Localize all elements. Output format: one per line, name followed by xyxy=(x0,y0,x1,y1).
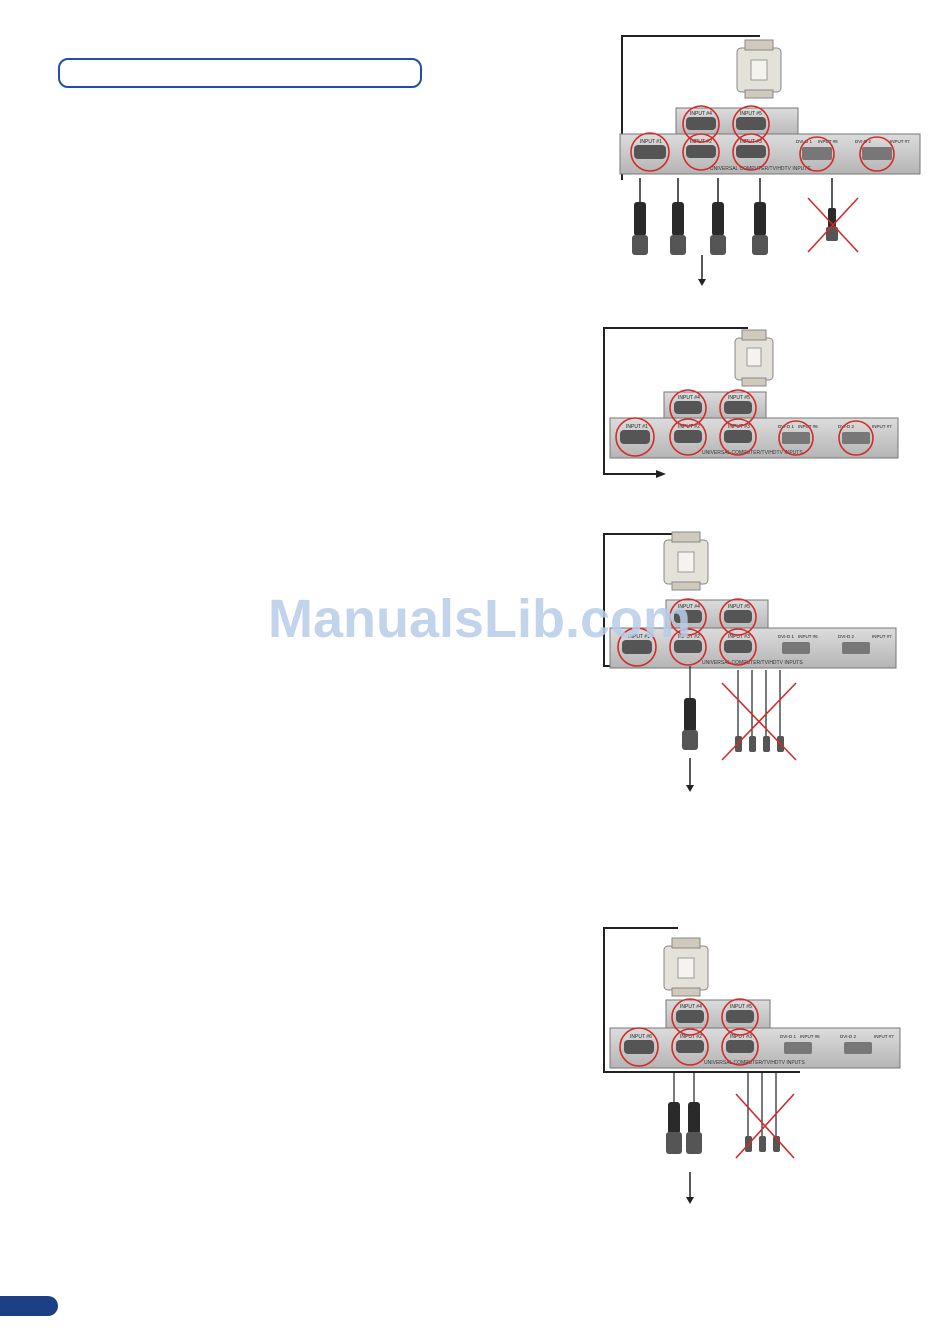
page-number-tab xyxy=(0,1296,58,1316)
label-input-2: INPUT #2 xyxy=(678,634,700,640)
label-input-2: INPUT #2 xyxy=(680,1034,702,1040)
input-panel: INPUT #1 INPUT #4 INPUT #5 INPUT #2 INPU… xyxy=(609,391,899,459)
right-arrow-icon xyxy=(656,470,666,478)
dvi-vga-adapter-icon xyxy=(734,329,774,387)
panel-caption: UNIVERSAL COMPUTER/TV/HDTV INPUTS xyxy=(704,1060,805,1066)
bnc-connector-icons xyxy=(682,698,784,752)
label-input-1: INPUT #1 xyxy=(628,634,650,640)
figure-4-connection-diagram: INPUT #6 INPUT #4 INPUT #5 INPUT #2 INPU… xyxy=(603,927,901,1204)
label-input-5: INPUT #5 xyxy=(730,1004,752,1010)
section-title-box xyxy=(58,58,422,88)
dvi-vga-adapter-icon xyxy=(663,937,709,997)
label-input-6: INPUT #6 xyxy=(630,1034,652,1040)
label-dvi-1: DVI-D 1 xyxy=(796,139,813,144)
dvi-vga-adapter-icon xyxy=(736,39,782,99)
panel-caption: UNIVERSAL COMPUTER/TV/HDTV INPUTS xyxy=(710,166,811,172)
down-arrow-icon xyxy=(698,255,706,286)
bnc-connector-icons xyxy=(632,202,838,255)
label-input-7: INPUT #7 xyxy=(890,139,910,144)
figure-1-connection-diagram: INPUT #1 INPUT #4 INPUT #5 INPUT #2 INPU… xyxy=(619,35,921,286)
watermark: ManualsLib.com xyxy=(268,589,692,649)
figure-3-connection-diagram: INPUT #1 INPUT #4 INPUT #5 INPUT #2 INPU… xyxy=(603,531,897,792)
label-input-3: INPUT #3 xyxy=(730,1034,752,1040)
panel-caption: UNIVERSAL COMPUTER/TV/HDTV INPUTS xyxy=(702,450,803,456)
not-allowed-cross-icon xyxy=(721,682,797,761)
label-dvi-2: DVI-D 2 xyxy=(838,634,855,639)
label-input-3: INPUT #3 xyxy=(728,634,750,640)
label-input-6: INPUT #6 xyxy=(798,634,818,639)
label-dvi-1: DVI-D 1 xyxy=(778,634,795,639)
input-panel: INPUT #1 INPUT #4 INPUT #5 INPUT #2 INPU… xyxy=(609,599,897,669)
bnc-cables xyxy=(639,178,833,210)
highlight-circles xyxy=(619,998,759,1067)
label-input-1: INPUT #1 xyxy=(640,139,662,145)
label-input-4: INPUT #4 xyxy=(678,604,700,610)
label-dvi-1: DVI-D 1 xyxy=(780,1034,797,1039)
dvi-vga-adapter-icon xyxy=(663,531,709,591)
label-input-2: INPUT #2 xyxy=(678,424,700,430)
not-allowed-cross-icon xyxy=(735,1093,795,1159)
input-panel: INPUT #6 INPUT #4 INPUT #5 INPUT #2 INPU… xyxy=(609,999,901,1069)
highlight-circles xyxy=(615,389,874,457)
label-input-7: INPUT #7 xyxy=(872,634,892,639)
label-input-4: INPUT #4 xyxy=(680,1004,702,1010)
figure-2-connection-diagram: INPUT #1 INPUT #4 INPUT #5 INPUT #2 INPU… xyxy=(603,327,899,478)
label-dvi-2: DVI-D 2 xyxy=(855,139,872,144)
label-input-4: INPUT #4 xyxy=(690,111,712,117)
label-input-1: INPUT #1 xyxy=(626,424,648,430)
highlight-circles xyxy=(630,105,895,172)
not-allowed-cross-icon xyxy=(807,197,859,253)
bnc-connector-icons xyxy=(666,1102,780,1154)
panel-caption: UNIVERSAL COMPUTER/TV/HDTV INPUTS xyxy=(702,660,803,666)
label-input-7: INPUT #7 xyxy=(874,1034,894,1039)
label-input-4: INPUT #4 xyxy=(678,395,700,401)
label-input-7: INPUT #7 xyxy=(872,424,892,429)
label-input-5: INPUT #5 xyxy=(728,604,750,610)
label-dvi-1: DVI-D 1 xyxy=(778,424,795,429)
highlight-circles xyxy=(617,598,757,667)
label-input-5: INPUT #5 xyxy=(740,111,762,117)
label-input-6-right: INPUT #6 xyxy=(800,1034,820,1039)
label-dvi-2: DVI-D 2 xyxy=(838,424,855,429)
label-dvi-2: DVI-D 2 xyxy=(840,1034,857,1039)
down-arrow-icon xyxy=(686,1172,694,1204)
down-arrow-icon xyxy=(686,758,694,792)
label-input-5: INPUT #5 xyxy=(728,395,750,401)
label-input-3: INPUT #3 xyxy=(728,424,750,430)
